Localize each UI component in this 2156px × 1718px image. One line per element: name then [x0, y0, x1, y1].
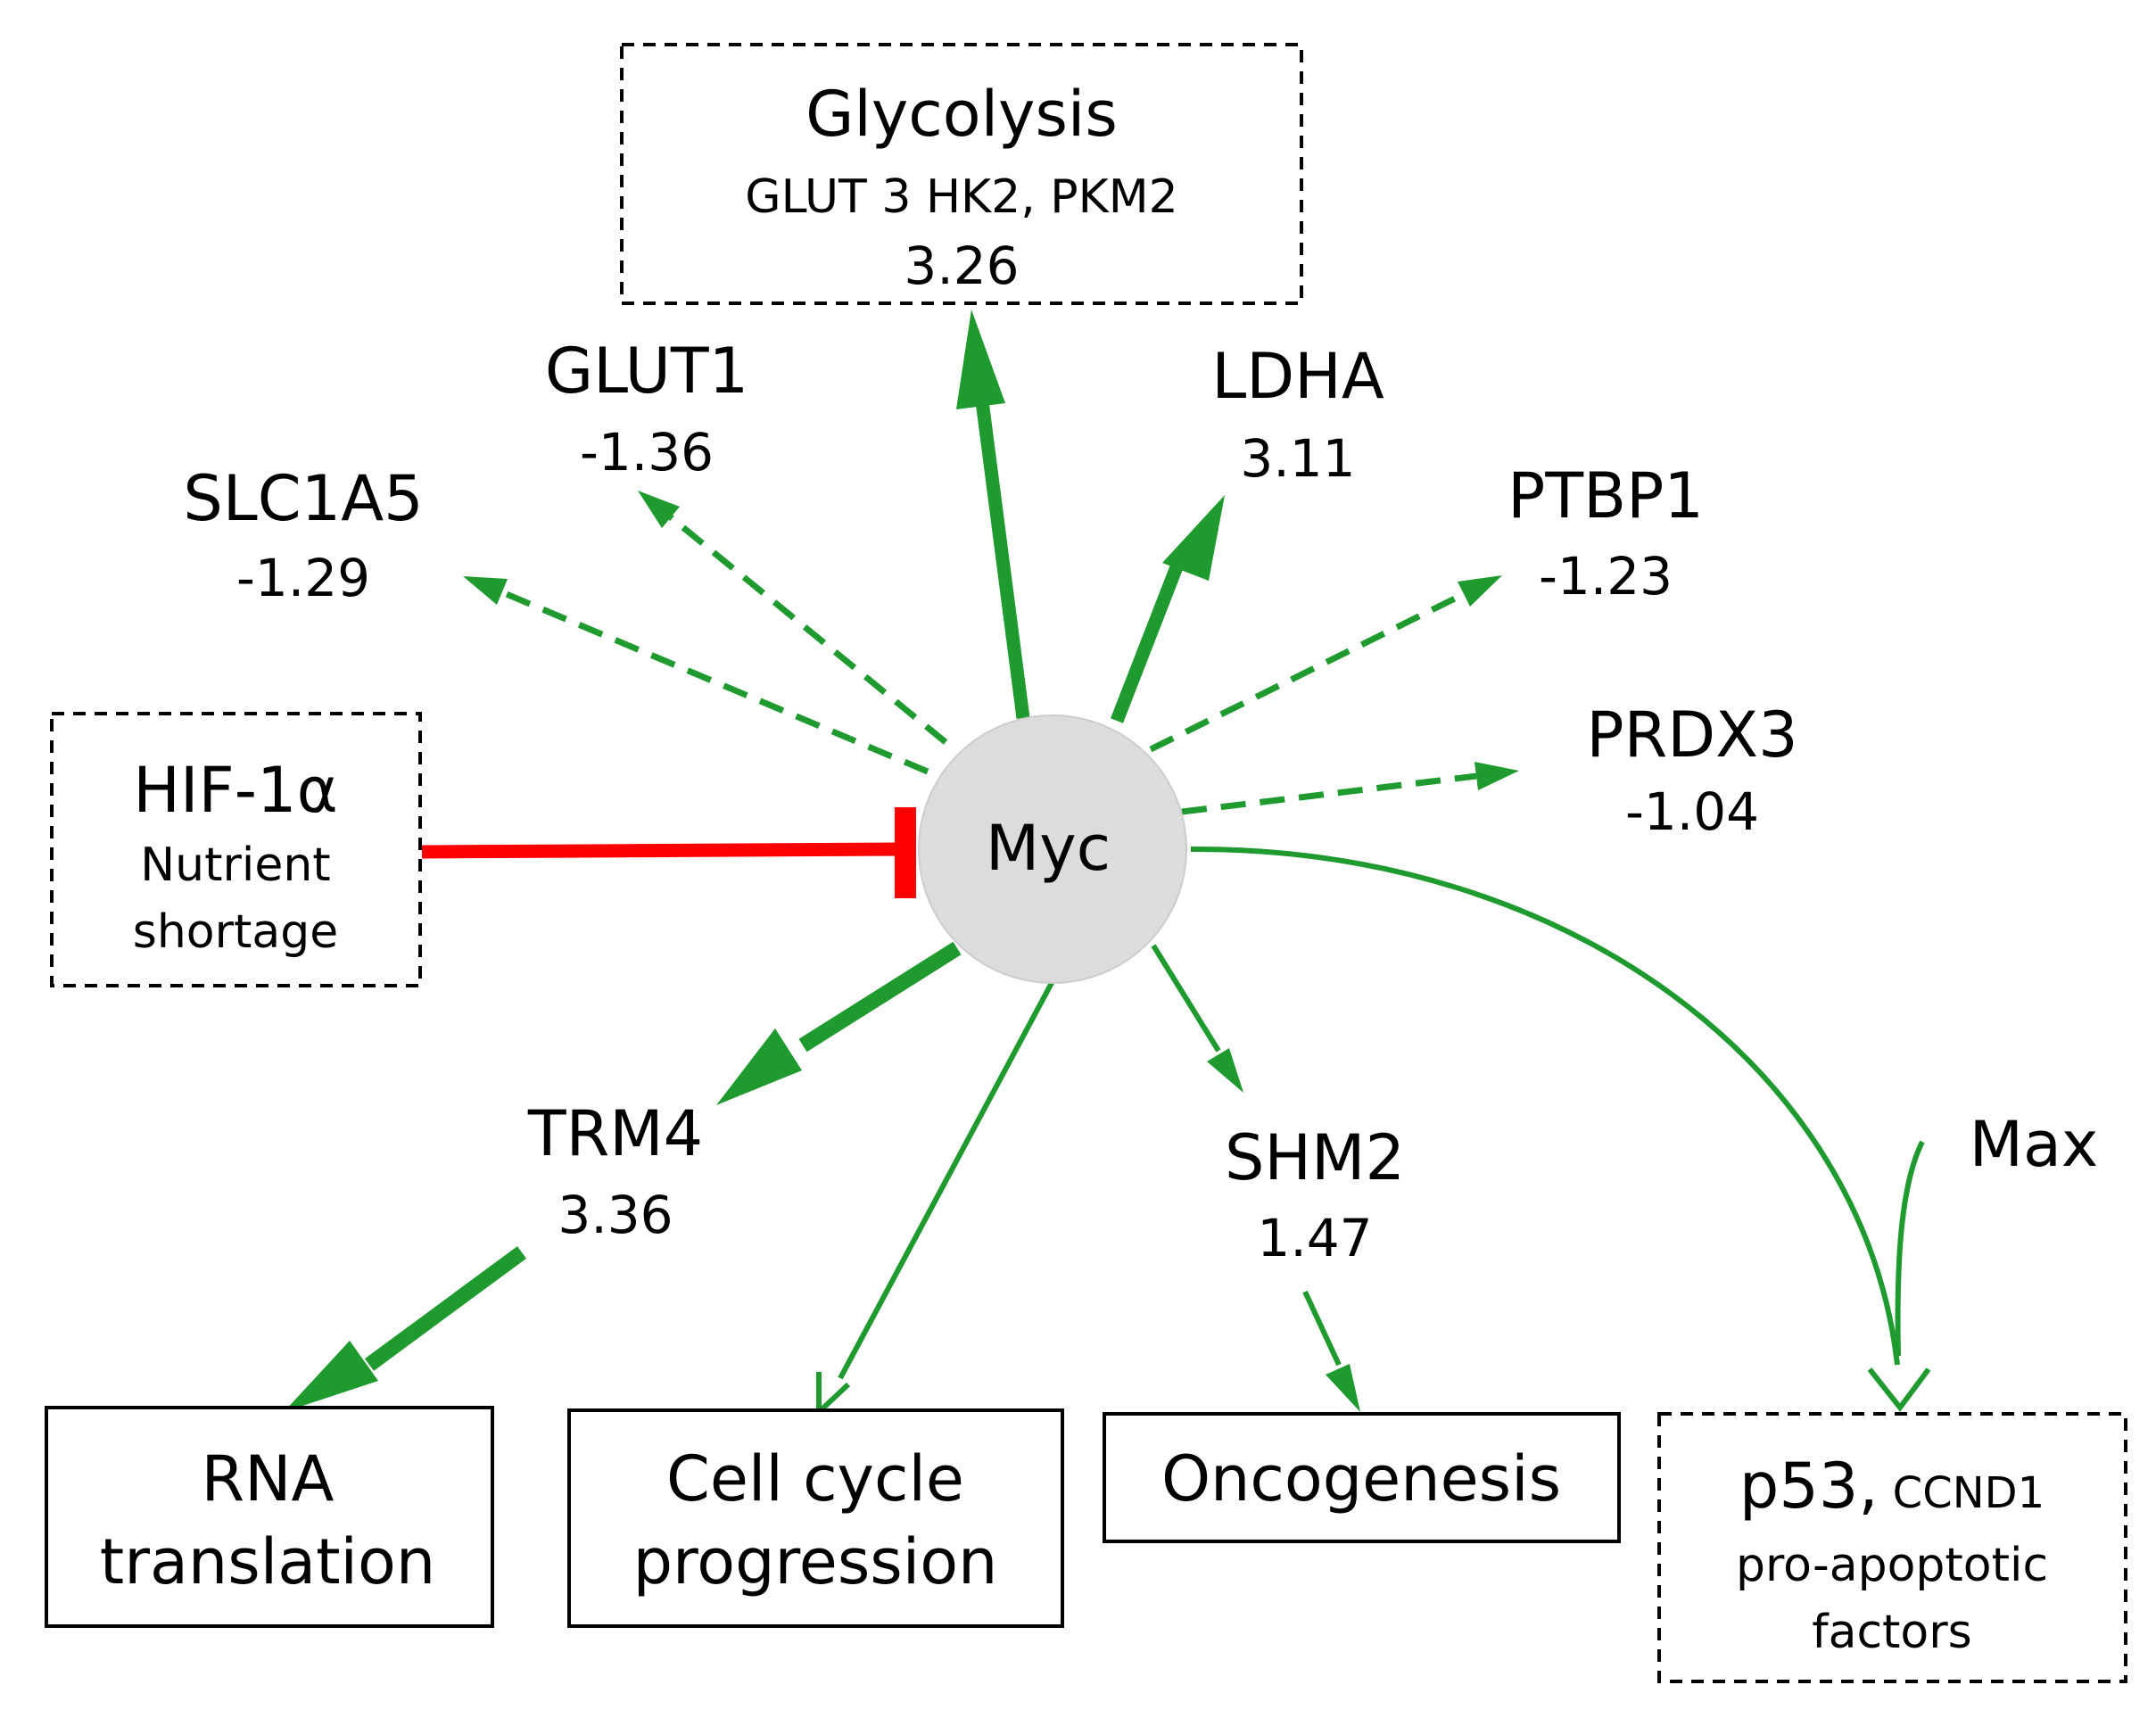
- edge-myc-ldha: [1111, 558, 1185, 723]
- edge-myc-glycolysis: [974, 393, 1030, 719]
- trm4-name: TRM4: [527, 1097, 703, 1170]
- cell-cycle-box: [567, 1408, 1064, 1628]
- shm2-name: SHM2: [1225, 1121, 1405, 1194]
- arrowhead-p53: [1867, 1367, 1931, 1412]
- edge-myc-cellcycle: [838, 979, 1055, 1380]
- myc-node: [918, 714, 1187, 984]
- p53-line1: p53, CCND1: [1739, 1450, 2044, 1523]
- hif-title: HIF-1α: [133, 754, 337, 827]
- edge-myc-ptbp1: [1149, 591, 1466, 753]
- p53-genes: CCND1: [1893, 1468, 2044, 1518]
- arrowhead-prdx3: [1475, 762, 1519, 790]
- glycolysis-value: 3.26: [904, 235, 1019, 296]
- rna-translation-box: [45, 1406, 494, 1628]
- rna-line1: RNA: [202, 1442, 335, 1516]
- hif-line2: shortage: [133, 905, 339, 959]
- edge-myc-slc1a5: [500, 589, 929, 775]
- shm2-value: 1.47: [1257, 1208, 1372, 1268]
- arrowhead-glycolysis: [956, 310, 1005, 409]
- rna-line2: translation: [100, 1525, 435, 1598]
- edge-myc-glut1: [668, 515, 948, 745]
- arrowhead-slc1a5: [463, 576, 508, 605]
- arrowhead-trm4: [716, 1028, 802, 1105]
- trm4-value: 3.36: [558, 1185, 673, 1245]
- p53-title: p53: [1739, 1450, 1859, 1523]
- arrowhead-ldha: [1162, 495, 1225, 581]
- ldha-value: 3.11: [1240, 428, 1355, 489]
- edge-myc-trm4: [798, 941, 962, 1053]
- edge-hif-myc-inhibition: [421, 842, 902, 859]
- p53-line3: factors: [1812, 1606, 1971, 1659]
- edge-myc-p53: [1190, 846, 1900, 1366]
- glycolysis-title: Glycolysis: [805, 78, 1118, 151]
- arrowhead-rna: [284, 1341, 378, 1412]
- cellcycle-line2: progression: [633, 1525, 998, 1598]
- p53-line2: pro-apoptotic: [1736, 1539, 2048, 1592]
- p53-box: [1657, 1412, 2127, 1683]
- edge-myc-prdx3: [1181, 772, 1477, 815]
- edge-max-p53: [1895, 1140, 1925, 1357]
- oncogenesis-box: [1103, 1412, 1621, 1543]
- arrowhead-shm2: [1207, 1048, 1243, 1093]
- cellcycle-line1: Cell cycle: [666, 1442, 964, 1516]
- hif-line1: Nutrient: [140, 838, 330, 892]
- arrowhead-oncogenesis: [1326, 1364, 1360, 1412]
- glycolysis-genes: GLUT 3 HK2, PKM2: [745, 170, 1177, 224]
- edge-myc-shm2: [1151, 944, 1221, 1053]
- myc-label: Myc: [986, 812, 1111, 885]
- edge-trm4-rna: [364, 1246, 527, 1371]
- hif-box: [50, 712, 422, 987]
- slc1a5-name: SLC1A5: [183, 462, 423, 535]
- arrowhead-ptbp1: [1458, 575, 1502, 607]
- glut1-value: -1.36: [580, 422, 714, 483]
- glut1-name: GLUT1: [545, 335, 748, 408]
- ptbp1-name: PTBP1: [1508, 459, 1704, 533]
- p53-comma: ,: [1858, 1450, 1878, 1523]
- max-name: Max: [1970, 1108, 2099, 1181]
- oncogenesis-label: Oncogenesis: [1161, 1442, 1561, 1516]
- slc1a5-value: -1.29: [236, 548, 370, 608]
- ptbp1-value: -1.23: [1539, 546, 1673, 607]
- arrowhead-glut1: [638, 491, 680, 528]
- prdx3-name: PRDX3: [1586, 698, 1797, 772]
- arrowhead-cellcycle: [816, 1372, 851, 1418]
- prdx3-value: -1.04: [1625, 781, 1759, 842]
- ldha-name: LDHA: [1211, 340, 1384, 413]
- edge-shm2-oncogenesis: [1302, 1290, 1342, 1367]
- glycolysis-box: [620, 43, 1303, 305]
